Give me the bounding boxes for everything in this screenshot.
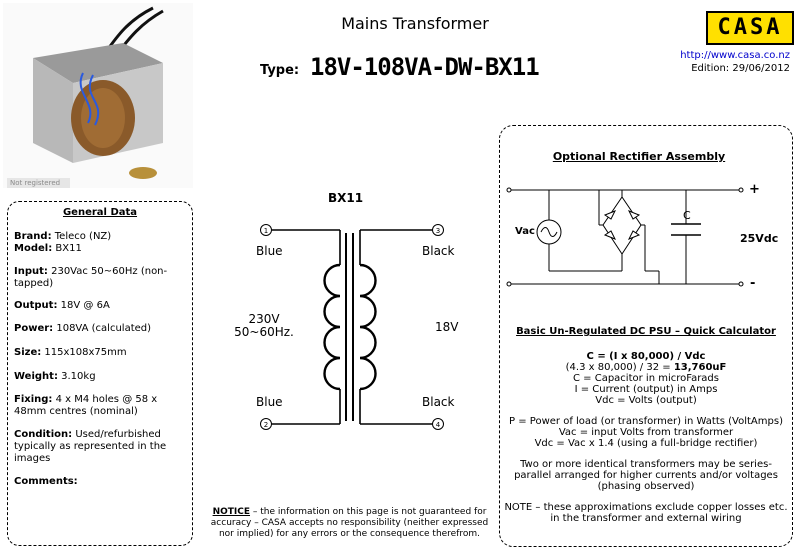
type-value: 18V-108VA-DW-BX11	[310, 53, 540, 81]
series-parallel-note: Two or more identical transformers may b…	[514, 459, 778, 492]
comments-label: Comments:	[14, 476, 78, 487]
casa-logo: CASA	[706, 11, 794, 45]
size-value: 115x108x75mm	[44, 347, 127, 358]
size-label: Size:	[14, 347, 42, 358]
power-value: 108VA (calculated)	[56, 323, 152, 334]
output-plus-label: +	[749, 182, 760, 197]
size-row: Size: 115x108x75mm	[14, 347, 190, 359]
calculator-formula: C = (I x 80,000) / Vdc	[586, 351, 706, 362]
pin-3-label: 3	[436, 227, 440, 235]
pin-4-label: 4	[436, 421, 441, 429]
brand-row: Brand: Teleco (NZ)	[14, 231, 190, 243]
model-label: Model:	[14, 243, 53, 254]
definition-vac: Vac = input Volts from transformer	[558, 427, 734, 438]
bridge-rectifier-diodes	[603, 210, 641, 240]
output-voltage-label: 25Vdc	[740, 232, 779, 245]
pin-1: 1	[260, 224, 272, 236]
secondary-top-wire-color: Black	[422, 244, 455, 258]
notice-text: – the information on this page is not gu…	[210, 507, 489, 539]
pin-2: 2	[260, 418, 272, 430]
definition-i: I = Current (output) in Amps	[574, 384, 718, 395]
page-title: Mains Transformer	[341, 14, 489, 33]
input-value: 230Vac 50~60Hz (non-tapped)	[14, 266, 168, 289]
fixing-row: Fixing: 4 x M4 holes @ 58 x 48mm centres…	[14, 394, 190, 418]
model-row: Model: BX11	[14, 243, 190, 255]
input-row: Input: 230Vac 50~60Hz (non-tapped)	[14, 266, 190, 290]
rectifier-panel	[499, 125, 793, 547]
not-registered-badge: Not registered	[7, 178, 70, 188]
output-value: 18V @ 6A	[60, 300, 110, 311]
calculator-example: (4.3 x 80,000) / 32 = 13,760uF	[503, 362, 789, 373]
notice-label: NOTICE	[212, 507, 251, 517]
fixing-label: Fixing:	[14, 394, 53, 405]
ac-source-symbol	[536, 219, 562, 245]
capacitor-label: C	[683, 209, 691, 222]
pin-4: 4	[432, 418, 444, 430]
output-row: Output: 18V @ 6A	[14, 300, 190, 312]
pin-1-label: 1	[264, 227, 268, 235]
disclaimer-notice: NOTICE – the information on this page is…	[208, 507, 491, 540]
rectifier-schematic	[506, 187, 744, 287]
weight-label: Weight:	[14, 371, 58, 382]
calculator-example-result: 13,760uF	[673, 362, 727, 373]
primary-voltage-line1: 230V	[248, 312, 280, 326]
approximation-note: NOTE – these approximations exclude copp…	[504, 502, 788, 524]
output-terminal-plus	[738, 187, 744, 193]
edition-date: Edition: 29/06/2012	[691, 63, 790, 74]
fixing-value: 4 x M4 holes @ 58 x 48mm centres (nomina…	[14, 394, 158, 417]
capacitor-symbol	[671, 223, 701, 236]
brand-value: Teleco (NZ)	[54, 231, 112, 242]
definition-vdc: Vdc = Volts (output)	[595, 395, 697, 406]
rectifier-title: Optional Rectifier Assembly	[552, 150, 726, 163]
condition-label: Condition:	[14, 429, 73, 440]
psu-calculator: Basic Un-Regulated DC PSU – Quick Calcul…	[503, 326, 789, 524]
diagram-model-label: BX11	[328, 191, 364, 205]
condition-row: Condition: Used/refurbished typically as…	[14, 429, 190, 465]
input-label: Input:	[14, 266, 48, 277]
comments-row: Comments:	[14, 476, 190, 488]
definition-vdc2: Vdc = Vac x 1.4 (using a full-bridge rec…	[534, 438, 758, 449]
general-data-heading: General Data	[62, 207, 138, 218]
pin-3: 3	[432, 224, 444, 236]
power-label: Power:	[14, 323, 54, 334]
definition-c: C = Capacitor in microFarads	[573, 373, 719, 384]
input-terminal-bottom	[506, 281, 512, 287]
pin-2-label: 2	[264, 421, 268, 429]
general-data-panel: General Data Brand: Teleco (NZ) Model: B…	[7, 201, 193, 546]
weight-row: Weight: 3.10kg	[14, 371, 190, 383]
primary-top-wire-color: Blue	[256, 244, 283, 258]
model-value: BX11	[55, 243, 82, 254]
brand-label: Brand:	[14, 231, 52, 242]
power-row: Power: 108VA (calculated)	[14, 323, 190, 335]
condition-value: Used/refurbished typically as represente…	[14, 429, 167, 464]
secondary-voltage: 18V	[435, 320, 459, 334]
calculator-example-prefix: (4.3 x 80,000) / 32 =	[565, 362, 674, 373]
type-label: Type:	[260, 63, 300, 78]
input-terminal-top	[506, 187, 512, 193]
output-minus-label: -	[750, 276, 756, 291]
primary-voltage-line2: 50~60Hz.	[234, 325, 294, 339]
output-label: Output:	[14, 300, 58, 311]
definition-p: P = Power of load (or transformer) in Wa…	[509, 416, 783, 427]
vac-label: Vac	[515, 226, 535, 237]
transformer-photo-illustration	[33, 6, 164, 179]
secondary-bottom-wire-color: Black	[422, 395, 455, 409]
weight-value: 3.10kg	[61, 371, 96, 382]
output-terminal-minus	[738, 281, 744, 287]
website-link[interactable]: http://www.casa.co.nz	[680, 50, 790, 61]
primary-bottom-wire-color: Blue	[256, 395, 283, 409]
primary-voltage: 230V 50~60Hz.	[228, 313, 300, 339]
transformer-schematic: 1 2 3 4	[260, 224, 444, 430]
calculator-heading: Basic Un-Regulated DC PSU – Quick Calcul…	[516, 326, 776, 337]
product-photo: Not registered	[3, 3, 193, 188]
